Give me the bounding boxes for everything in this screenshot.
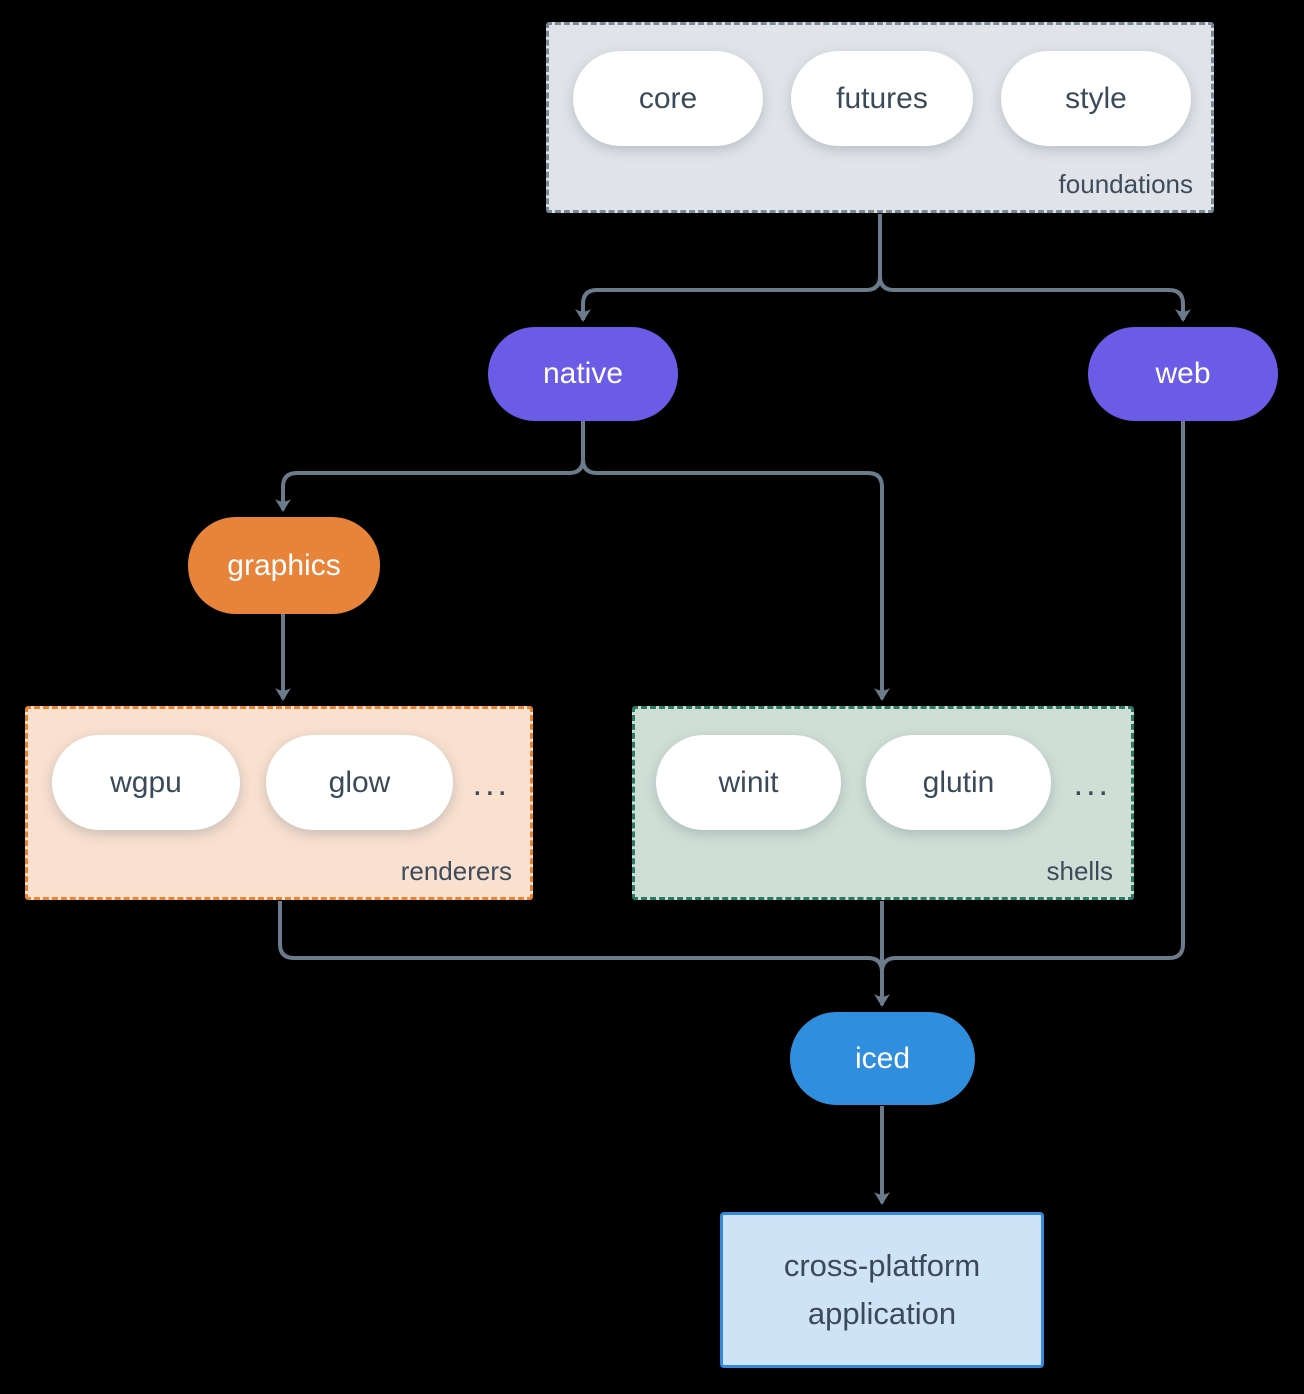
edge-foundations-web: [878, 214, 1191, 322]
node-web: web: [1088, 327, 1278, 421]
edge-foundations-native: [575, 214, 882, 322]
pill-wgpu: wgpu: [52, 735, 240, 830]
pill-glow: glow: [266, 735, 453, 830]
renderers-pill-row: wgpu glow: [52, 735, 453, 830]
group-shells: winit glutin ... shells: [632, 706, 1134, 900]
pill-glutin: glutin: [866, 735, 1051, 830]
pill-core: core: [573, 51, 763, 146]
shells-ellipsis: ...: [1073, 765, 1111, 803]
edge-renderers-iced: [278, 901, 884, 973]
pill-winit: winit: [656, 735, 841, 830]
node-iced: iced: [790, 1012, 975, 1105]
group-foundations: core futures style foundations: [546, 22, 1214, 213]
pill-futures: futures: [791, 51, 973, 146]
node-graphics: graphics: [188, 517, 380, 614]
app-label-line-2: application: [807, 1296, 957, 1331]
edge-native-shells: [581, 421, 890, 701]
shells-pill-row: winit glutin: [656, 735, 1051, 830]
node-native: native: [488, 327, 678, 421]
edge-native-graphics: [275, 421, 585, 512]
renderers-label: renderers: [400, 856, 512, 886]
foundations-pill-row: core futures style: [573, 51, 1191, 146]
pill-style: style: [1001, 51, 1191, 146]
group-renderers: wgpu glow ... renderers: [25, 706, 533, 900]
node-cross-platform-application: cross-platform application: [720, 1212, 1044, 1368]
shells-label: shells: [1046, 856, 1113, 886]
renderers-ellipsis: ...: [472, 765, 510, 803]
app-label-line-1: cross-platform: [783, 1248, 981, 1283]
foundations-label: foundations: [1058, 169, 1193, 199]
